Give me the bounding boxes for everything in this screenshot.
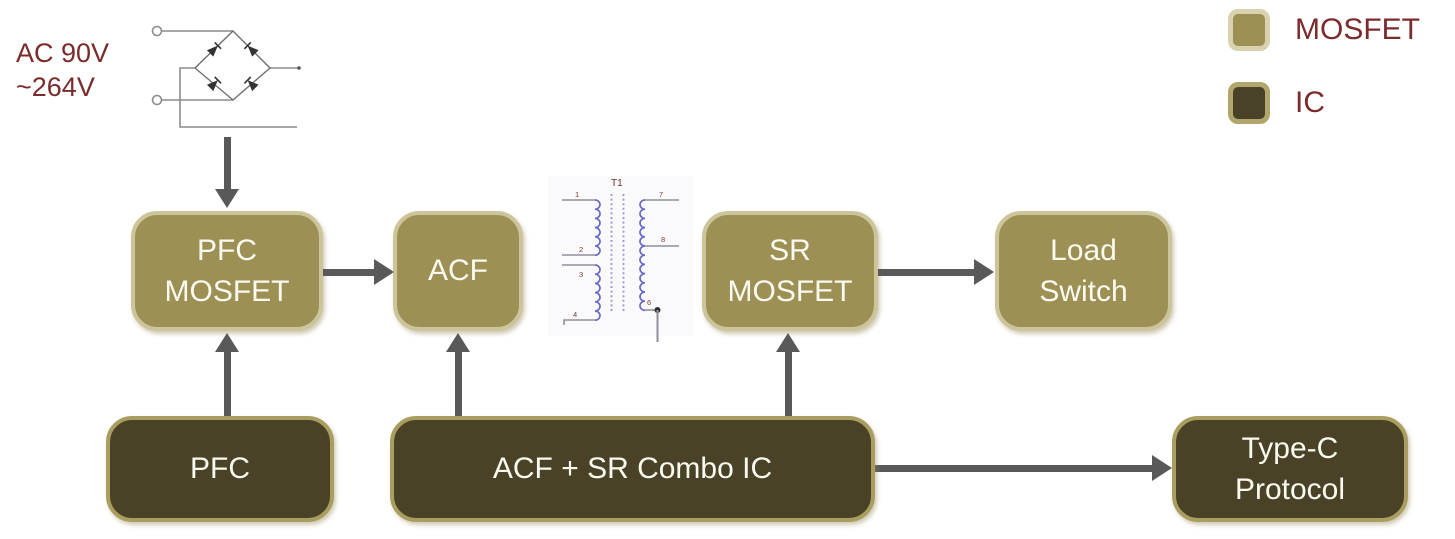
transformer-core [610, 194, 625, 312]
block-pfc-ic: PFC [106, 416, 334, 522]
ac-input-label-line1: AC 90V [16, 38, 110, 68]
legend-item-ic: IC [1228, 82, 1325, 124]
pin-1-label: 1 [575, 190, 579, 199]
ac-input-label: AC 90V ~264V [16, 36, 109, 104]
diode-top-left [206, 41, 222, 57]
block-type-c-label-line1: Type-C [1241, 431, 1339, 465]
ac-terminal-bottom [151, 94, 163, 106]
pin-7-label: 7 [659, 190, 663, 199]
block-load-switch: Load Switch [995, 211, 1172, 331]
transformer-pin-wires [562, 199, 679, 325]
pin-6-label: 6 [647, 298, 651, 307]
legend-swatch-ic [1228, 82, 1270, 124]
bridge-rectifier-schematic [151, 25, 301, 128]
block-pfc-mosfet: PFC MOSFET [131, 211, 323, 331]
block-acf-label: ACF [428, 254, 488, 288]
block-acf-sr-combo-ic: ACF + SR Combo IC [390, 416, 875, 522]
ac-terminal-top [151, 25, 163, 37]
diode-bottom-left [206, 76, 222, 92]
block-load-switch-label-line1: Load [1050, 233, 1117, 267]
diode-bottom-right [243, 76, 259, 92]
block-acf-sr-combo-ic-label: ACF + SR Combo IC [492, 452, 773, 486]
block-sr-mosfet-label-line2: MOSFET [727, 275, 853, 308]
block-type-c-protocol: Type-C Protocol [1172, 416, 1408, 522]
block-acf: ACF [393, 211, 523, 331]
ac-input-label-line2: ~264V [16, 72, 95, 102]
block-load-switch-label-line2: Switch [1039, 275, 1128, 308]
transformer-pin-labels: 1 2 3 4 7 8 6 [573, 190, 665, 319]
block-pfc-mosfet-label-line2: MOSFET [164, 275, 290, 308]
pin-3-label: 3 [579, 270, 583, 279]
transformer-label: T1 [611, 178, 623, 189]
legend-item-mosfet: MOSFET [1228, 9, 1420, 51]
block-type-c-label-line2: Protocol [1234, 473, 1346, 506]
transformer-schematic: T1 1 2 3 4 7 8 6 [548, 176, 693, 342]
legend-swatch-mosfet [1228, 9, 1270, 51]
transformer-windings [594, 199, 646, 322]
block-sr-mosfet-label-line1: SR [769, 233, 811, 267]
block-pfc-mosfet-label-line1: PFC [197, 233, 257, 267]
pin-2-label: 2 [579, 245, 583, 254]
legend-label-mosfet: MOSFET [1295, 13, 1420, 46]
block-pfc-ic-label: PFC [190, 452, 250, 486]
diode-top-right [243, 41, 259, 57]
pin-4-label: 4 [573, 310, 577, 319]
legend-label-ic: IC [1295, 86, 1325, 119]
block-sr-mosfet: SR MOSFET [702, 211, 878, 331]
pin-8-label: 8 [661, 235, 665, 244]
